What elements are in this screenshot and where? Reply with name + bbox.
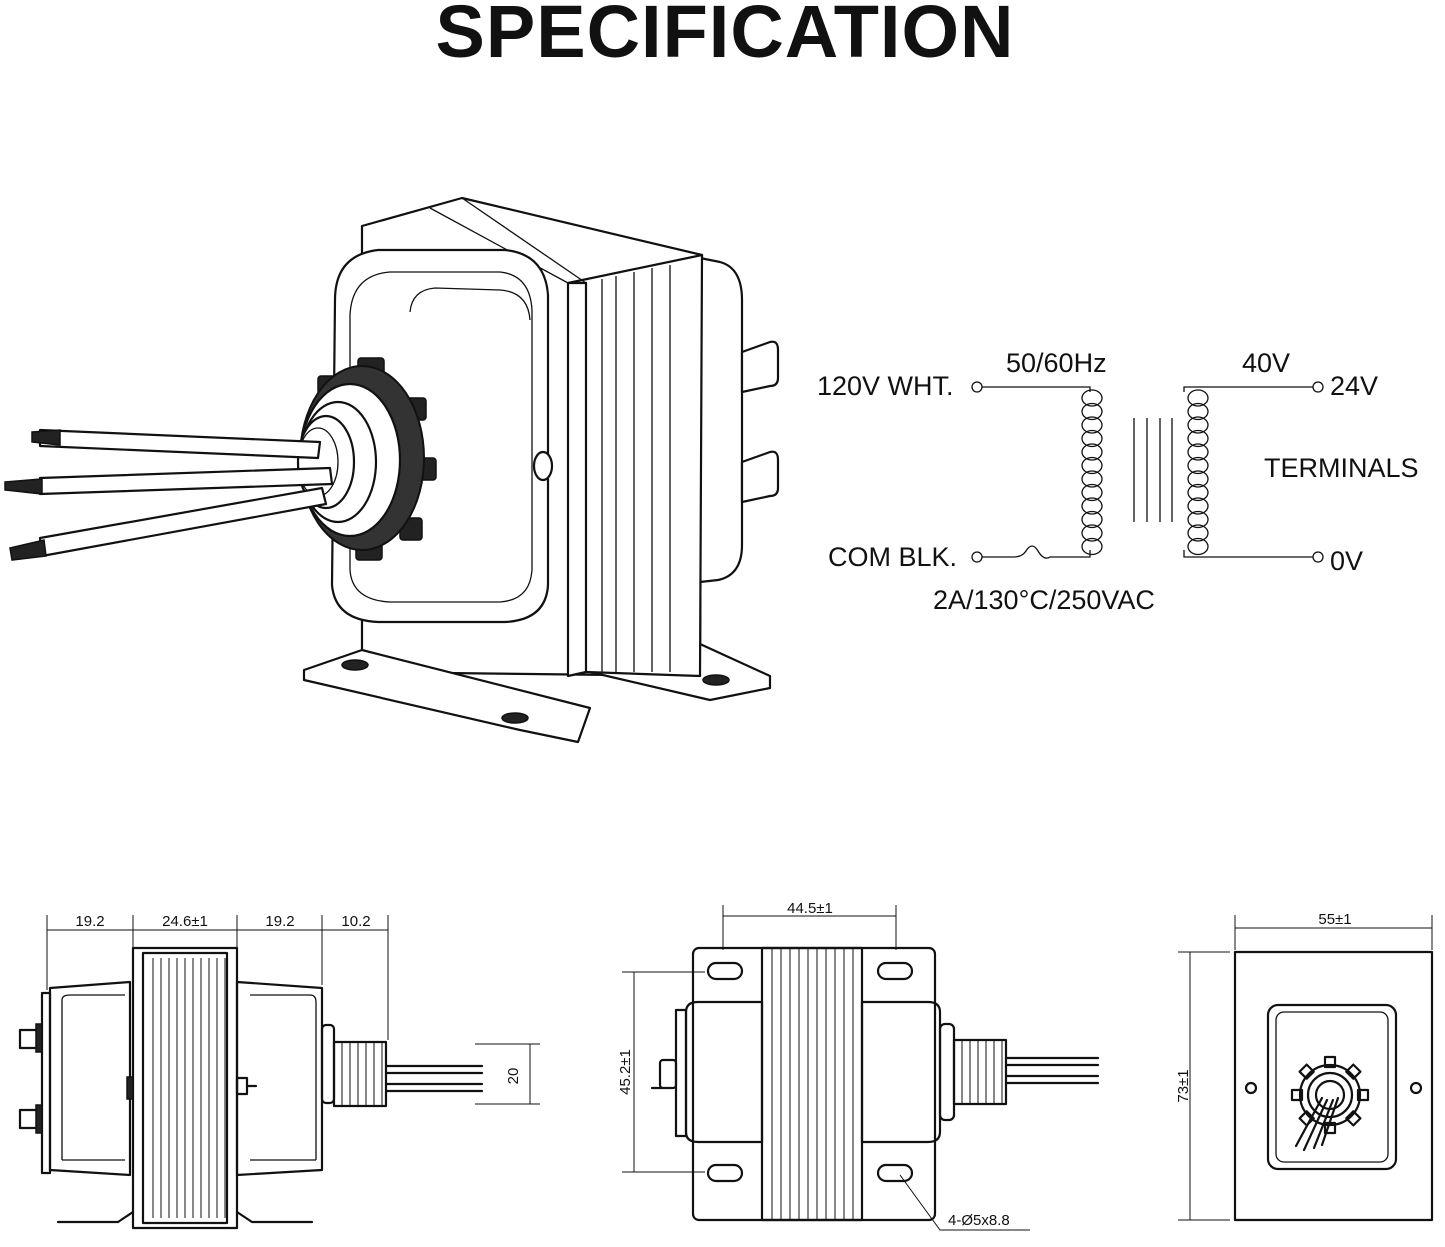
- side-dim-a: 19.2: [75, 913, 104, 930]
- transformer-isometric-drawing: [4, 196, 780, 744]
- top-dim-width: 44.5±1: [787, 900, 833, 917]
- terminal-circle: [1312, 551, 1324, 563]
- primary-com-label: COM BLK.: [828, 542, 957, 572]
- secondary-0v-label: 0V: [1330, 546, 1363, 576]
- side-view-drawing: 19.2 24.6±1 19.2 10.2: [18, 913, 540, 1230]
- top-view-drawing: 44.5±1 45.2±1 4-Ø5x8.8: [617, 900, 1100, 1231]
- primary-120v-label: 120V WHT.: [817, 371, 954, 401]
- terminals-label: TERMINALS: [1264, 453, 1419, 483]
- side-dim-wire: 20: [505, 1068, 522, 1085]
- top-dim-height: 45.2±1: [617, 1049, 634, 1095]
- mounting-holes-label: 4-Ø5x8.8: [948, 1212, 1010, 1229]
- side-dim-c: 19.2: [265, 913, 294, 930]
- terminal-circle: [1312, 381, 1324, 393]
- fuse-rating-label: 2A/130°C/250VAC: [933, 585, 1155, 615]
- primary-coil: [1081, 389, 1103, 556]
- end-view-drawing: 55±1 73±1: [1175, 911, 1434, 1222]
- wiring-schematic: 120V WHT. COM BLK. 50/60Hz 40V 24V 0V TE…: [817, 348, 1419, 615]
- va-label: 40V: [1242, 348, 1290, 378]
- secondary-24v-label: 24V: [1330, 371, 1378, 401]
- side-dim-d: 10.2: [341, 913, 370, 930]
- terminal-circle: [971, 551, 983, 563]
- terminal-circle: [971, 381, 983, 393]
- page-title: SPECIFICATION: [436, 0, 1015, 73]
- lead-wires: [4, 428, 334, 561]
- terminal-tab-top: [740, 340, 780, 394]
- end-dim-width: 55±1: [1318, 911, 1351, 928]
- side-dim-b: 24.6±1: [162, 913, 208, 930]
- end-dim-height: 73±1: [1175, 1069, 1192, 1102]
- frequency-label: 50/60Hz: [1006, 348, 1107, 378]
- terminal-tab-bottom: [740, 450, 780, 504]
- secondary-coil: [1187, 389, 1209, 556]
